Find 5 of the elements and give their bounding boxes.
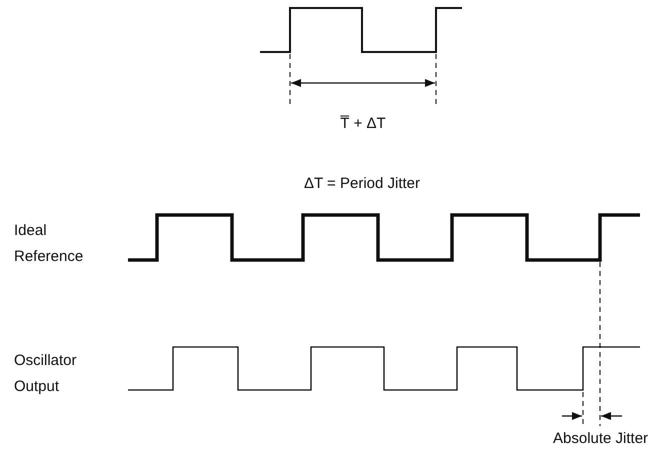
signal-label: Oscillator Output (14, 351, 78, 397)
signal-label: Ideal Reference (14, 221, 84, 267)
equation-label: ΔT = Period Jitter (302, 174, 422, 194)
jitter-label: Absolute Jitter (553, 429, 648, 449)
timing-label: T̅ + ΔT (339, 114, 387, 134)
